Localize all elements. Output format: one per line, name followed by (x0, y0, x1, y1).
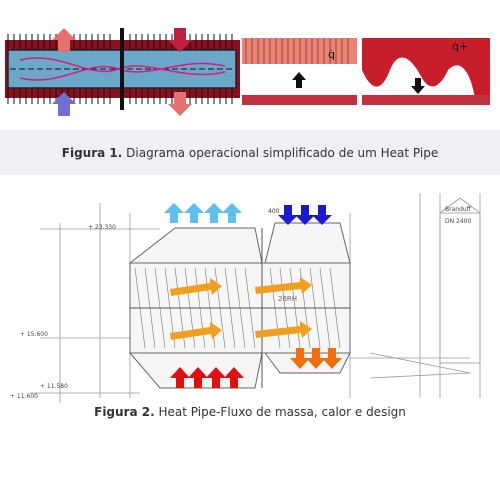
up-arrow-icon (222, 203, 242, 223)
right-arrow-icon (255, 277, 312, 294)
up-arrow-icon (52, 92, 76, 116)
figure-1-caption: Figura 1. Diagrama operacional simplific… (0, 146, 500, 160)
down-arrow-icon (295, 205, 315, 225)
cold-air-outlet-arrows (164, 203, 242, 223)
exhaust-arrows (290, 348, 342, 369)
up-arrow-icon (52, 28, 76, 52)
heat-pipe-diagram: q̇ q̇+ (5, 28, 490, 116)
air-inlet-arrows (170, 367, 244, 388)
heat-pipe-design-drawing: + 23.330 + 15.600 + 11.580 + 11.600 Bran… (10, 193, 481, 403)
right-arrow-icon (170, 278, 222, 296)
heat-flow-arrows (170, 277, 312, 340)
stack-label: Branduff (445, 206, 472, 213)
down-arrow-icon (278, 205, 298, 225)
right-arrow-icon (170, 322, 222, 340)
figure-2-caption: Figura 2. Heat Pipe-Fluxo de massa, calo… (0, 405, 500, 419)
hot-gas-inlet-arrows (278, 205, 332, 225)
heat-flux-label-2: q̇+ (452, 40, 468, 53)
right-arrow-icon (255, 321, 312, 338)
figure-1-caption-text: Diagrama operacional simplificado de um … (126, 146, 439, 160)
figure-1-caption-band (0, 130, 500, 175)
up-arrow-icon (206, 367, 226, 388)
down-arrow-icon (306, 348, 326, 369)
heat-flux-profile (362, 38, 490, 98)
stack-diameter-label: DN 2400 (445, 218, 471, 225)
figure-2-caption-label: Figura 2. (94, 405, 155, 419)
down-arrow-icon (290, 348, 310, 369)
down-arrow-icon (168, 92, 192, 116)
figure-1-panel: q̇ q̇+ (0, 0, 500, 130)
up-arrow-icon (292, 72, 306, 88)
liquid-flow-line (19, 62, 226, 81)
up-arrow-icon (164, 203, 184, 223)
figure-2-caption-text: Heat Pipe-Fluxo de massa, calor e design (158, 405, 406, 419)
up-arrow-icon (188, 367, 208, 388)
elevation-top-label: + 23.330 (88, 224, 116, 231)
flux-hatching (245, 38, 349, 64)
center-label: 26RH (278, 295, 297, 303)
down-arrow-icon (411, 78, 425, 94)
down-arrow-icon (322, 348, 342, 369)
heat-flux-label: q̇ (328, 48, 335, 61)
heat-flux-band-bottom (242, 95, 357, 105)
up-arrow-icon (224, 367, 244, 388)
heat-flux-band-top (242, 38, 357, 64)
separator-wall (120, 28, 124, 110)
up-arrow-icon (184, 203, 204, 223)
elevation-label-1: + 15.600 (20, 331, 48, 338)
elevation-label-3: + 11.600 (10, 393, 38, 400)
down-arrow-icon (312, 205, 332, 225)
elevation-label-2: + 11.580 (40, 383, 68, 390)
dimension-label: 400 (268, 208, 280, 215)
heat-flux-band-bottom-right (362, 95, 490, 105)
figure-1-caption-label: Figura 1. (61, 146, 123, 160)
up-arrow-icon (170, 367, 190, 388)
down-arrow-icon (168, 28, 192, 52)
up-arrow-icon (204, 203, 224, 223)
